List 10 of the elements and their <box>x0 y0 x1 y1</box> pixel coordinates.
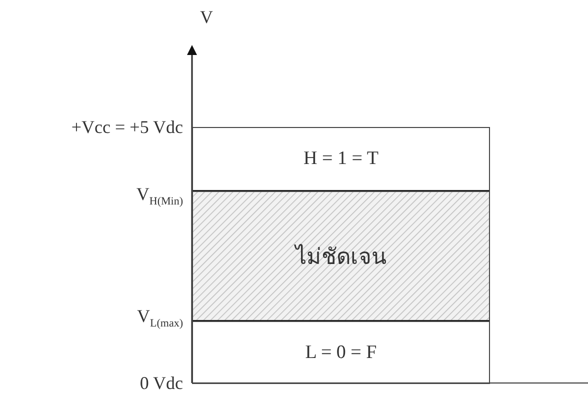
band-label: ไม่ชัดเจน <box>296 242 386 270</box>
high-level-band <box>192 127 490 192</box>
level-label: 0 Vdc <box>140 374 183 392</box>
low-level-band <box>192 321 490 384</box>
band-label: H = 1 = T <box>304 148 378 170</box>
level-label: +Vcc = +5 Vdc <box>71 118 183 136</box>
band-label: L = 0 = F <box>305 342 377 364</box>
level-label: V$_{L(max)}$ <box>137 307 183 330</box>
level-label: V$_{H(Min)}$ <box>136 185 183 208</box>
axis-label: V <box>200 8 213 26</box>
